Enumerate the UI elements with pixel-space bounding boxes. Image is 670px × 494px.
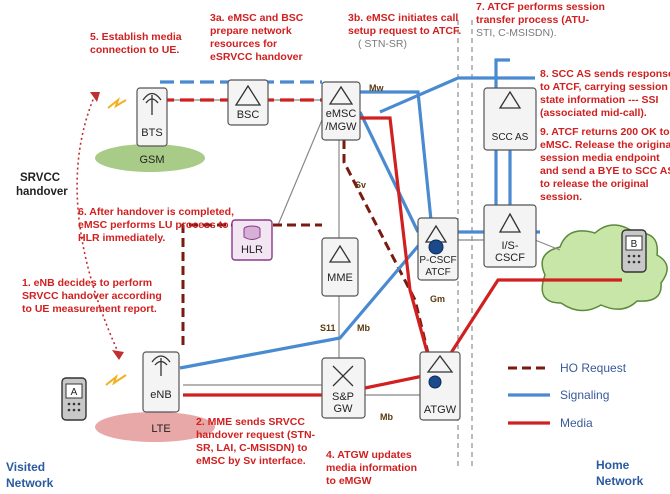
if-mb1-label: Mb <box>357 323 370 333</box>
svg-text:to release the original: to release the original <box>540 178 649 190</box>
mme-node: MME <box>322 238 358 296</box>
svg-text:( STN-SR): ( STN-SR) <box>358 38 407 50</box>
ue-b-phone-icon: B <box>622 230 646 272</box>
if-s11-label: S11 <box>320 323 336 333</box>
hlr-node: HLR <box>232 220 272 260</box>
lte-label: LTE <box>151 423 170 435</box>
emsc-label-line1: eMSC <box>326 108 357 120</box>
step-4-annotation: 4. ATGW updates media information to eMG… <box>326 449 417 487</box>
atgw-node: ATGW <box>420 352 460 420</box>
svg-text:7. ATCF performs session: 7. ATCF performs session <box>476 1 605 13</box>
srvcc-arrowhead-top <box>90 92 100 102</box>
ho-request-path <box>183 140 428 353</box>
svg-text:3a. eMSC and BSC: 3a. eMSC and BSC <box>210 12 304 24</box>
step-5-annotation: 5. Establish media connection to UE. <box>90 31 182 56</box>
legend-media-label: Media <box>560 416 593 430</box>
svg-text:8. SCC AS sends response: 8. SCC AS sends response <box>540 68 670 80</box>
ue-b-label: B <box>631 239 638 250</box>
step-8-annotation: 8. SCC AS sends response to ATCF, carryi… <box>540 68 670 119</box>
spgw-label-line1: S&P <box>332 391 354 403</box>
visited-network-line1: Visited <box>6 460 45 474</box>
svg-text:to eMGW: to eMGW <box>326 475 372 487</box>
svg-text:and send a BYE to SCC AS: and send a BYE to SCC AS <box>540 165 670 177</box>
svg-text:2. MME sends SRVCC: 2. MME sends SRVCC <box>196 416 305 428</box>
svg-text:handover request (STN-: handover request (STN- <box>196 429 316 441</box>
srvcc-label-line2: handover <box>16 186 68 198</box>
svg-text:to ATCF, carrying session: to ATCF, carrying session <box>540 81 668 93</box>
pcscf-atcf-node: P-CSCF ATCF <box>418 218 458 280</box>
svg-text:eMSC. Release the original: eMSC. Release the original <box>540 139 670 151</box>
step-9-annotation: 9. ATCF returns 200 OK to eMSC. Release … <box>540 126 670 203</box>
home-network-line1: Home <box>596 458 630 472</box>
step-7-annotation: 7. ATCF performs session transfer proces… <box>476 1 605 39</box>
svg-text:eMSC performs LU process to: eMSC performs LU process to <box>78 219 229 231</box>
svg-text:1. eNB decides to perform: 1. eNB decides to perform <box>22 277 152 289</box>
emsc-node: eMSC /MGW <box>322 82 360 140</box>
mme-label: MME <box>327 272 353 284</box>
hlr-label: HLR <box>241 244 263 256</box>
iscscf-label-line1: I/S- <box>501 240 518 252</box>
svg-text:session media endpoint: session media endpoint <box>540 152 660 164</box>
svg-text:SRVCC handover according: SRVCC handover according <box>22 290 162 302</box>
legend: HO Request Signaling Media <box>508 361 627 430</box>
svg-text:6. After handover is completed: 6. After handover is completed, <box>78 206 234 218</box>
legend-ho-label: HO Request <box>560 361 627 375</box>
cloud-icon <box>542 225 667 311</box>
lightning-icon-gsm <box>108 100 126 108</box>
svg-text:(associated mid-call).: (associated mid-call). <box>540 107 647 119</box>
svg-text:HLR immediately.: HLR immediately. <box>78 232 165 244</box>
svg-text:setup request to ATCF.: setup request to ATCF. <box>348 25 461 37</box>
step-3b-annotation: 3b. eMSC initiates call setup request to… <box>348 12 461 50</box>
emsc-label-line2: /MGW <box>325 121 357 133</box>
if-mw-label: Mw <box>369 83 384 93</box>
svg-text:9. ATCF returns 200 OK to: 9. ATCF returns 200 OK to <box>540 126 670 138</box>
enb-label: eNB <box>150 389 171 401</box>
svg-text:3b. eMSC initiates call: 3b. eMSC initiates call <box>348 12 458 24</box>
ue-a-label: A <box>71 387 78 398</box>
svg-text:media information: media information <box>326 462 417 474</box>
iscscf-node: I/S- CSCF <box>484 205 536 267</box>
svg-text:ATCF: ATCF <box>425 267 450 278</box>
ue-a-phone-icon: A <box>62 378 86 420</box>
gsm-label: GSM <box>139 154 164 166</box>
lightning-icon-lte <box>106 375 126 385</box>
srvcc-label-line1: SRVCC <box>20 172 60 184</box>
svg-text:P-CSCF: P-CSCF <box>419 255 456 266</box>
step-6-annotation: 6. After handover is completed, eMSC per… <box>78 206 234 244</box>
svg-text:SR, LAI, C-MSISDN) to: SR, LAI, C-MSISDN) to <box>196 442 307 454</box>
bts-node: BTS GSM <box>137 88 167 166</box>
atgw-label: ATGW <box>424 404 457 416</box>
svg-text:eMSC by Sv interface.: eMSC by Sv interface. <box>196 455 306 467</box>
svg-text:STI, C-MSISDN).: STI, C-MSISDN). <box>476 27 557 39</box>
if-gm-label: Gm <box>430 294 445 304</box>
svg-text:5. Establish media: 5. Establish media <box>90 31 182 43</box>
if-sv-label: Sv <box>355 180 366 190</box>
svg-text:session.: session. <box>540 191 582 203</box>
svg-text:state information --- SSI: state information --- SSI <box>540 94 659 106</box>
bts-label: BTS <box>141 127 162 139</box>
bsc-label: BSC <box>237 109 260 121</box>
svg-text:resources for: resources for <box>210 38 277 50</box>
legend-signaling-label: Signaling <box>560 388 609 402</box>
home-network-line2: Network <box>596 474 644 488</box>
spgw-label-line2: GW <box>334 403 354 415</box>
svg-text:prepare network: prepare network <box>210 25 292 37</box>
svg-text:eSRVCC handover: eSRVCC handover <box>210 51 303 63</box>
step-3a-annotation: 3a. eMSC and BSC prepare network resourc… <box>210 12 304 63</box>
spgw-node: S&P GW <box>322 358 365 418</box>
step-2-annotation: 2. MME sends SRVCC handover request (STN… <box>196 416 316 467</box>
sccas-label: SCC AS <box>492 132 529 143</box>
iscscf-label-line2: CSCF <box>495 252 525 264</box>
svg-text:4. ATGW updates: 4. ATGW updates <box>326 449 412 461</box>
step-1-annotation: 1. eNB decides to perform SRVCC handover… <box>22 277 162 315</box>
bsc-node: BSC <box>228 80 268 125</box>
sccas-node: SCC AS <box>484 88 536 150</box>
svg-text:transfer process (ATU-: transfer process (ATU- <box>476 14 590 26</box>
svg-text:to UE measurement report.: to UE measurement report. <box>22 303 157 315</box>
if-mb2-label: Mb <box>380 412 393 422</box>
visited-network-line2: Network <box>6 476 54 490</box>
svg-text:connection to UE.: connection to UE. <box>90 44 179 56</box>
srvcc-arrowhead-bottom <box>112 350 124 360</box>
